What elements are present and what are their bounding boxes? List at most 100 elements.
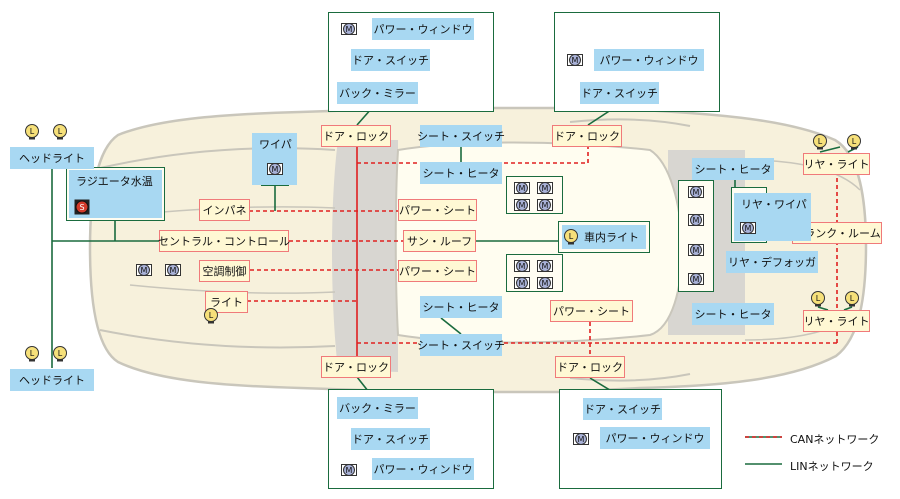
door-lock-front-left: ドア・ロック <box>321 125 391 147</box>
central-control-node: セントラル・コントロール <box>158 230 290 252</box>
wiper-node: ワイパ <box>252 133 297 185</box>
svg-text:M: M <box>693 216 700 225</box>
motor-icon: M <box>514 199 530 211</box>
motor-icon: M <box>688 244 704 256</box>
door-lock-front-right: ドア・ロック <box>552 125 622 147</box>
headlight-bottom: ヘッドライト <box>10 369 94 391</box>
motor-icon: M <box>537 199 553 211</box>
svg-text:M: M <box>693 246 700 255</box>
power-seat-front-node: パワー・シート <box>398 199 477 221</box>
motor-icon: M <box>537 260 553 272</box>
motor-icon: M <box>514 182 530 194</box>
motor-icon: M <box>688 214 704 226</box>
svg-text:M: M <box>272 165 279 174</box>
headlight-top: ヘッドライト <box>10 147 94 169</box>
motor-icon: M <box>573 433 589 445</box>
door-switch-fl: ドア・スイッチ <box>351 49 430 71</box>
air-conditioner-node: 空調制御 <box>199 260 250 282</box>
power-seat-mid-node: パワー・シート <box>398 260 477 282</box>
svg-text:M: M <box>542 184 549 193</box>
power-window-fr: パワー・ウィンドウ <box>594 49 704 71</box>
svg-text:M: M <box>346 466 353 475</box>
svg-text:M: M <box>693 275 700 284</box>
motor-icon: M <box>341 23 357 35</box>
svg-text:M: M <box>346 25 353 34</box>
lamp-icon: L <box>813 134 827 150</box>
back-mirror-rl: バック・ミラー <box>337 397 418 419</box>
seat-heater-top: シート・ヒータ <box>420 162 502 184</box>
motor-icon: M <box>537 182 553 194</box>
power-seat-rear-node: パワー・シート <box>550 300 633 322</box>
svg-text:L: L <box>569 232 574 241</box>
motor-icon: M <box>688 273 704 285</box>
door-lock-rear-right: ドア・ロック <box>555 356 625 378</box>
lamp-icon: L <box>845 291 859 307</box>
front-seat-area <box>332 140 398 372</box>
lamp-icon: L <box>811 291 825 307</box>
sunroof-node: サン・ルーフ <box>403 230 476 252</box>
motor-icon: M <box>136 264 152 276</box>
lamp-icon: L <box>53 346 67 362</box>
hood-line-top <box>99 147 336 169</box>
svg-text:L: L <box>818 137 823 146</box>
door-switch-rr: ドア・スイッチ <box>583 398 662 420</box>
svg-text:L: L <box>816 294 821 303</box>
lamp-icon: L <box>25 346 39 362</box>
svg-text:M: M <box>519 279 526 288</box>
lamp-icon: L <box>564 229 578 245</box>
room-light-label: 車内ライト <box>584 230 639 244</box>
svg-text:L: L <box>30 127 35 136</box>
rear-seat-heater-top: シート・ヒータ <box>692 158 774 180</box>
lamp-icon: L <box>25 124 39 140</box>
seat-heater-mid: シート・ヒータ <box>420 296 502 318</box>
svg-text:M: M <box>519 184 526 193</box>
rear-light-bottom-node: リヤ・ライト <box>803 310 870 332</box>
svg-text:M: M <box>542 201 549 210</box>
motor-icon: M <box>341 464 357 476</box>
lamp-icon: L <box>847 134 861 150</box>
lamp-icon: L <box>53 124 67 140</box>
motor-icon: M <box>514 260 530 272</box>
seat-switch-top: シート・スイッチ <box>417 125 505 147</box>
svg-text:S: S <box>79 203 84 212</box>
motor-icon: M <box>165 264 181 276</box>
svg-text:L: L <box>58 127 63 136</box>
svg-text:M: M <box>693 188 700 197</box>
svg-text:M: M <box>578 435 585 444</box>
svg-text:M: M <box>519 201 526 210</box>
svg-text:L: L <box>30 349 35 358</box>
door-switch-fr: ドア・スイッチ <box>580 82 659 104</box>
motor-icon: M <box>537 277 553 289</box>
rear-defogger-node: リヤ・デフォッガ <box>726 251 818 273</box>
svg-text:M: M <box>170 266 177 275</box>
legend-can-label: CANネットワーク <box>790 433 880 446</box>
svg-text:M: M <box>542 262 549 271</box>
legend-lin-label: LINネットワーク <box>790 460 874 473</box>
sensor-icon: S <box>74 199 90 215</box>
svg-text:M: M <box>542 279 549 288</box>
back-mirror-fl: バック・ミラー <box>337 82 418 104</box>
rear-seat-heater-bottom: シート・ヒータ <box>692 303 774 325</box>
svg-text:M: M <box>519 262 526 271</box>
power-window-rl: パワー・ウィンドウ <box>372 458 474 480</box>
roof-arc-rear <box>569 373 691 382</box>
rear-wiper-node: リヤ・ワイパ <box>734 193 811 241</box>
door-switch-rl: ドア・スイッチ <box>351 428 430 450</box>
power-window-fl: パワー・ウィンドウ <box>372 18 474 40</box>
motor-icon: M <box>267 163 283 175</box>
svg-text:L: L <box>58 349 63 358</box>
seat-switch-bottom: シート・スイッチ <box>417 334 505 356</box>
svg-text:L: L <box>850 294 855 303</box>
svg-text:L: L <box>209 311 214 320</box>
power-window-rr: パワー・ウィンドウ <box>600 427 710 449</box>
instrument-panel-node: インパネ <box>199 199 250 221</box>
motor-icon: M <box>567 54 583 66</box>
lamp-icon: L <box>204 308 218 324</box>
svg-text:M: M <box>745 224 752 233</box>
rear-light-top-node: リヤ・ライト <box>803 153 870 175</box>
door-lock-rear-left: ドア・ロック <box>321 356 391 378</box>
motor-icon: M <box>740 222 756 234</box>
light-node: ライト <box>205 291 248 313</box>
svg-text:L: L <box>852 137 857 146</box>
